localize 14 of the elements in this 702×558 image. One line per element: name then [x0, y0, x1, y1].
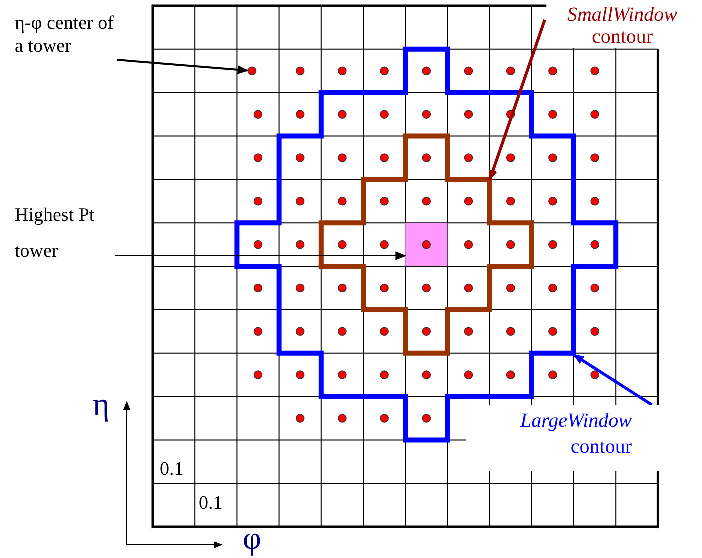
- axis-label: η: [93, 388, 110, 420]
- callout-text: η-φ center of a tower: [15, 12, 115, 58]
- small-window-contour: [318, 134, 534, 356]
- cell-size-label: 0.1: [160, 460, 184, 479]
- leader-arrow: [573, 354, 653, 406]
- leader-arrow: [114, 252, 407, 260]
- callout-text: SmallWindow contour: [566, 4, 678, 48]
- cell-size-label: 0.1: [199, 494, 223, 513]
- leader-arrow: [488, 20, 546, 182]
- tower-center-dot: [248, 66, 257, 76]
- callout-text: LargeWindow contour: [519, 409, 632, 460]
- leader-arrow: [116, 59, 249, 74]
- callout-text: Highest Pt tower: [15, 204, 96, 264]
- axis-label: φ: [243, 522, 262, 554]
